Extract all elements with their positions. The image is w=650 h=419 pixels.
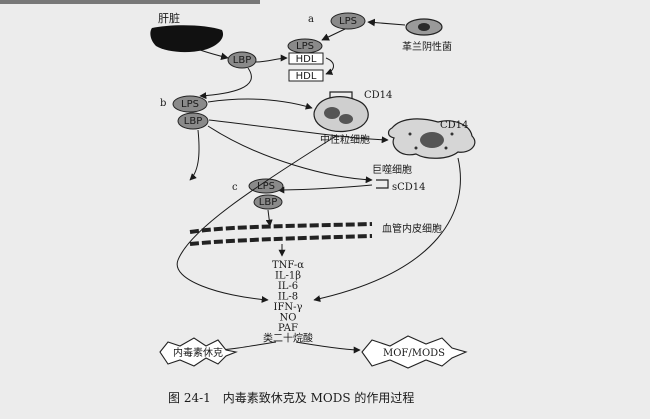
liver-icon [150, 25, 224, 53]
mods-label: MOF/MODS [383, 348, 445, 359]
mediator-item: IFN-γ [274, 302, 303, 313]
arrow-lbp-b [199, 67, 252, 100]
figure-caption: 图 24-1 内毒素致休克及 MODS 的作用过程 [168, 390, 414, 405]
lps-top-label: LPS [339, 16, 357, 27]
arrow-hdl-exchange [325, 57, 334, 75]
mediator-item: TNF-α [272, 260, 304, 271]
arrow-scd14-c [277, 184, 373, 194]
arrow-lbp-hdl [255, 54, 288, 63]
mediator-item: IL-6 [278, 281, 298, 292]
lps-top [330, 12, 366, 30]
mediator-item: IL-8 [278, 292, 298, 303]
lps-complex-a-label: LPS [296, 41, 314, 52]
mods-burst [361, 335, 468, 369]
cd14-label-neutrophil: CD14 [364, 90, 392, 101]
mediator-item: PAF [278, 323, 298, 334]
arrow-b-neutrophil [207, 98, 313, 110]
endothelial-cells-icon [189, 222, 373, 246]
scd14-label: sCD14 [392, 182, 426, 193]
lps-c-label: LPS [257, 181, 275, 192]
arrow-b-c [189, 129, 200, 181]
arrow-neutrophil-mediators [176, 135, 337, 303]
neutrophil-icon [313, 96, 369, 133]
lbp-top-label: LBP [233, 55, 251, 66]
hdl-label-2: HDL [296, 71, 317, 82]
arrow-b-scd14 [207, 125, 373, 184]
arrow-mediators-mods [295, 341, 361, 354]
liver-label: 肝脏 [158, 12, 180, 25]
macrophage-nucleus [420, 132, 444, 148]
cd14-receptor-neutrophil [329, 91, 353, 98]
arrow-liver-lbp [199, 49, 229, 61]
pathway-a-label: a [308, 14, 314, 25]
hdl-box-1 [288, 52, 324, 65]
arrow-lps-complex [321, 28, 346, 41]
scd14-receptor-icon [376, 179, 389, 189]
cropped-text-strip [0, 0, 260, 4]
endothelial-label: 血管内皮细胞 [382, 222, 442, 235]
neutrophil-lobe-1 [324, 107, 340, 119]
lbp-b-label: LBP [184, 116, 202, 127]
hdl-box-2 [288, 69, 324, 82]
endotoxic-shock-label: 内毒素休克 [173, 346, 223, 359]
gram-negative-label: 革兰阴性菌 [402, 40, 452, 53]
arrow-c-endothelium [265, 209, 273, 227]
lbp-b [177, 112, 209, 130]
pathway-b-label: b [160, 98, 166, 109]
pathway-c-label: c [232, 182, 238, 193]
lbp-top [227, 51, 257, 69]
lbp-c-label: LBP [259, 197, 277, 208]
arrow-macrophage-mediators [313, 157, 461, 303]
lps-b-label: LPS [181, 99, 199, 110]
hdl-label-1: HDL [296, 54, 317, 65]
mediator-item: IL-1β [275, 271, 301, 282]
endotoxic-shock-burst [159, 337, 238, 367]
mediator-item: 类二十烷酸 [263, 332, 313, 345]
neutrophil-label: 中性粒细胞 [320, 133, 370, 146]
cd14-label-macrophage: CD14 [440, 120, 468, 131]
bacteria-nucleus [418, 23, 430, 31]
lps-c [248, 178, 284, 194]
macrophage-label: 巨噬细胞 [372, 163, 412, 176]
neutrophil-lobe-2 [339, 114, 353, 124]
lbp-c [253, 194, 283, 210]
arrow-bacteria-lps [367, 18, 406, 27]
lps-b [172, 95, 208, 113]
mediator-item: NO [280, 313, 297, 324]
arrow-b-macrophage [208, 119, 389, 144]
